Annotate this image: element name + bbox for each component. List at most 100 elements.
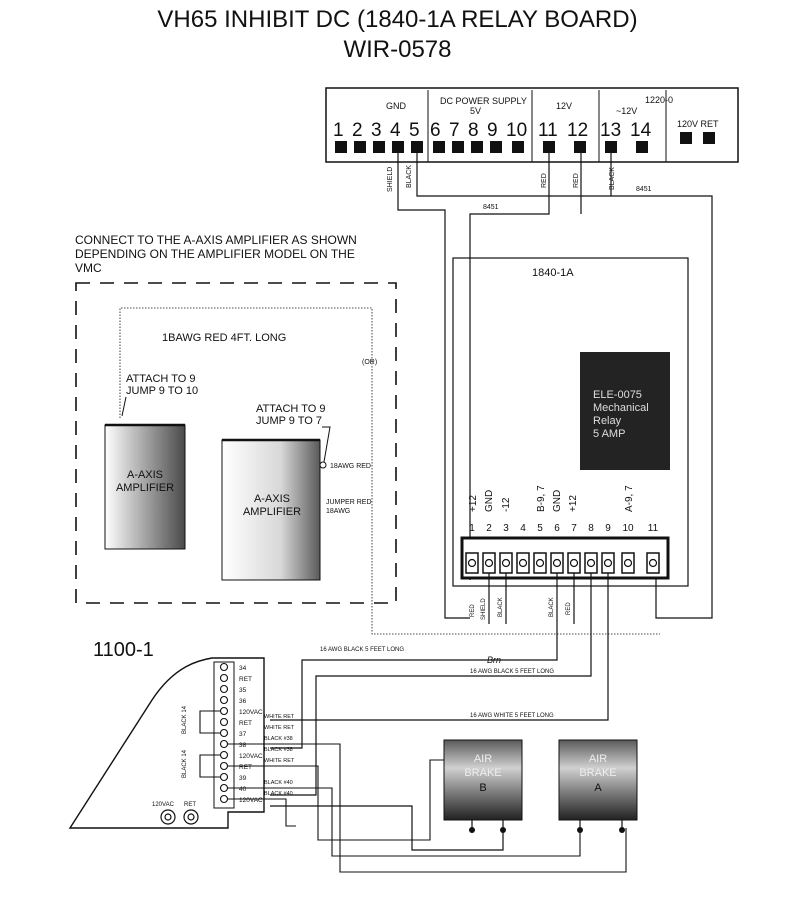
unit-power-sockets: [160, 809, 199, 825]
top-wires: [397, 153, 713, 619]
pin-label: B-9, 7: [536, 485, 547, 512]
terminal-number: 7: [449, 120, 460, 141]
brake-terminal-dots: [469, 827, 625, 833]
amp1-arrow: [121, 396, 127, 417]
wire-run-label: 16 AWG BLACK 5 FEET LONG: [470, 669, 554, 675]
pin-number: 10: [622, 523, 634, 534]
amp2-arrow: [322, 426, 331, 463]
unit-terminal-label: 38: [239, 742, 247, 749]
terminal-number: 9: [487, 120, 498, 141]
terminal-number: 13: [600, 120, 621, 141]
red-wire-dotted: [119, 307, 660, 635]
amp-label: AMPLIFIER: [243, 506, 301, 518]
120v-ret-label: 120V RET: [677, 119, 719, 129]
gnd-label: GND: [386, 101, 407, 111]
terminal-number: 14: [630, 120, 652, 141]
pin-number: 3: [503, 523, 509, 534]
relay-wire-label: RED: [566, 602, 572, 615]
diagram-title: VH65 INHIBIT DC (1840-1A RELAY BOARD): [157, 6, 638, 33]
unit-terminal-screws: [219, 662, 229, 804]
pin-number: 1: [469, 523, 475, 534]
pin-label: A-9, 7: [624, 485, 635, 512]
relay-text: Relay: [593, 415, 622, 427]
amp1-jump: JUMP 9 TO 10: [126, 385, 198, 397]
awg-red-label: 18AWG RED: [330, 463, 371, 470]
relay-module: [580, 352, 670, 470]
relay-wire-label: BLACK: [549, 597, 555, 617]
amp-label: A-AXIS: [127, 469, 163, 481]
unit-wire-label: BLACK #40: [264, 791, 293, 797]
cable-label: 8451: [636, 186, 652, 193]
dc-supply-5v: 5V: [470, 106, 481, 116]
unit-1100-name: 1100-1: [93, 639, 154, 661]
unit-side-label: BLACK 14: [182, 705, 188, 734]
unit-wire-label: WHITE RET: [264, 714, 295, 720]
air-brake-label: BRAKE: [579, 767, 616, 779]
pin-number: 8: [588, 523, 594, 534]
relay-wire-label: BLACK: [498, 597, 504, 617]
shield-wire-label: SHIELD: [387, 167, 394, 192]
air-brake-label: B: [479, 782, 486, 794]
relay-text: 5 AMP: [593, 428, 625, 440]
amp-label: A-AXIS: [254, 493, 290, 505]
air-brake-b: AIR BRAKE B: [443, 739, 523, 821]
diagram-subtitle: WIR-0578: [343, 36, 452, 63]
pin-label: +12: [568, 495, 579, 512]
dc-supply-label: DC POWER SUPPLY: [440, 96, 527, 106]
unit-terminal-label: RET: [239, 720, 252, 727]
jumper-red-label: JUMPER RED: [326, 499, 372, 506]
terminal-number: 5: [409, 120, 420, 141]
wire-run-label: 16 AWG BLACK 5 FEET LONG: [320, 647, 404, 653]
relay-wires: [270, 573, 609, 796]
terminal-icon: [319, 461, 327, 469]
model-label: 1220-0: [645, 95, 673, 105]
amp2-attach: ATTACH TO 9: [256, 403, 325, 415]
unit-wire-label: WHITE RET: [264, 758, 295, 764]
amplifier-a-2: A-AXIS AMPLIFIER: [221, 438, 321, 581]
unit-bottom-label: RET: [184, 802, 196, 808]
unit-terminal-label: 37: [239, 731, 247, 738]
wire-note: 1BAWG RED 4FT. LONG: [162, 332, 286, 344]
12v-label: 12V: [556, 101, 572, 111]
unit-bottom-label: 120VAC: [152, 802, 175, 808]
terminal-number: 8: [468, 120, 479, 141]
pin-number: 11: [648, 523, 659, 534]
air-brake-label: AIR: [589, 753, 607, 765]
unit-wire-label: BLACK #40: [264, 780, 293, 786]
pin-label: -12: [501, 497, 512, 512]
amplifier-a-1: A-AXIS AMPLIFIER: [104, 423, 186, 550]
pin-number: 6: [554, 523, 560, 534]
unit-terminal-label: 34: [239, 665, 247, 672]
terminal-number: 6: [430, 120, 441, 141]
unit-1100-outline: [68, 657, 265, 829]
handwritten-note: Brn: [487, 655, 501, 665]
unit-terminal-label: 120VAC: [239, 709, 263, 716]
relay-wire-label: SHIELD: [481, 598, 487, 620]
pin-number: 7: [571, 523, 577, 534]
amp2-jump: JUMP 9 TO 7: [256, 415, 322, 427]
unit-terminal-label: RET: [239, 764, 252, 771]
air-brake-a: AIR BRAKE A: [558, 739, 638, 821]
unit-wire-label: BLACK #38: [264, 747, 293, 753]
amp-label: AMPLIFIER: [116, 482, 174, 494]
air-brake-label: A: [594, 782, 602, 794]
wire-run-label: 16 AWG WHITE 5 FEET LONG: [470, 713, 554, 719]
air-brake-label: BRAKE: [464, 767, 501, 779]
pin-label: GND: [552, 490, 563, 512]
unit-side-label: BLACK 14: [182, 749, 188, 778]
relay-text: Mechanical: [593, 402, 649, 414]
relay-wire-label: RED: [470, 604, 476, 617]
unit-terminal-label: 120VAC: [239, 753, 263, 760]
air-brake-label: AIR: [474, 753, 492, 765]
unit-output-wires: [228, 743, 627, 873]
unit-terminal-column: [213, 661, 235, 809]
pin-label: +12: [468, 495, 479, 512]
unit-wire-label: WHITE RET: [264, 725, 295, 731]
terminal-number: 11: [538, 120, 558, 141]
terminal-number: 4: [390, 120, 401, 141]
red-wire-label: RED: [573, 173, 580, 188]
amp1-attach: ATTACH TO 9: [126, 373, 195, 385]
top-terminal-strip: GND DC POWER SUPPLY 5V 12V 1220-0 ~12V 1…: [325, 87, 739, 163]
pin-number: 2: [486, 523, 492, 534]
